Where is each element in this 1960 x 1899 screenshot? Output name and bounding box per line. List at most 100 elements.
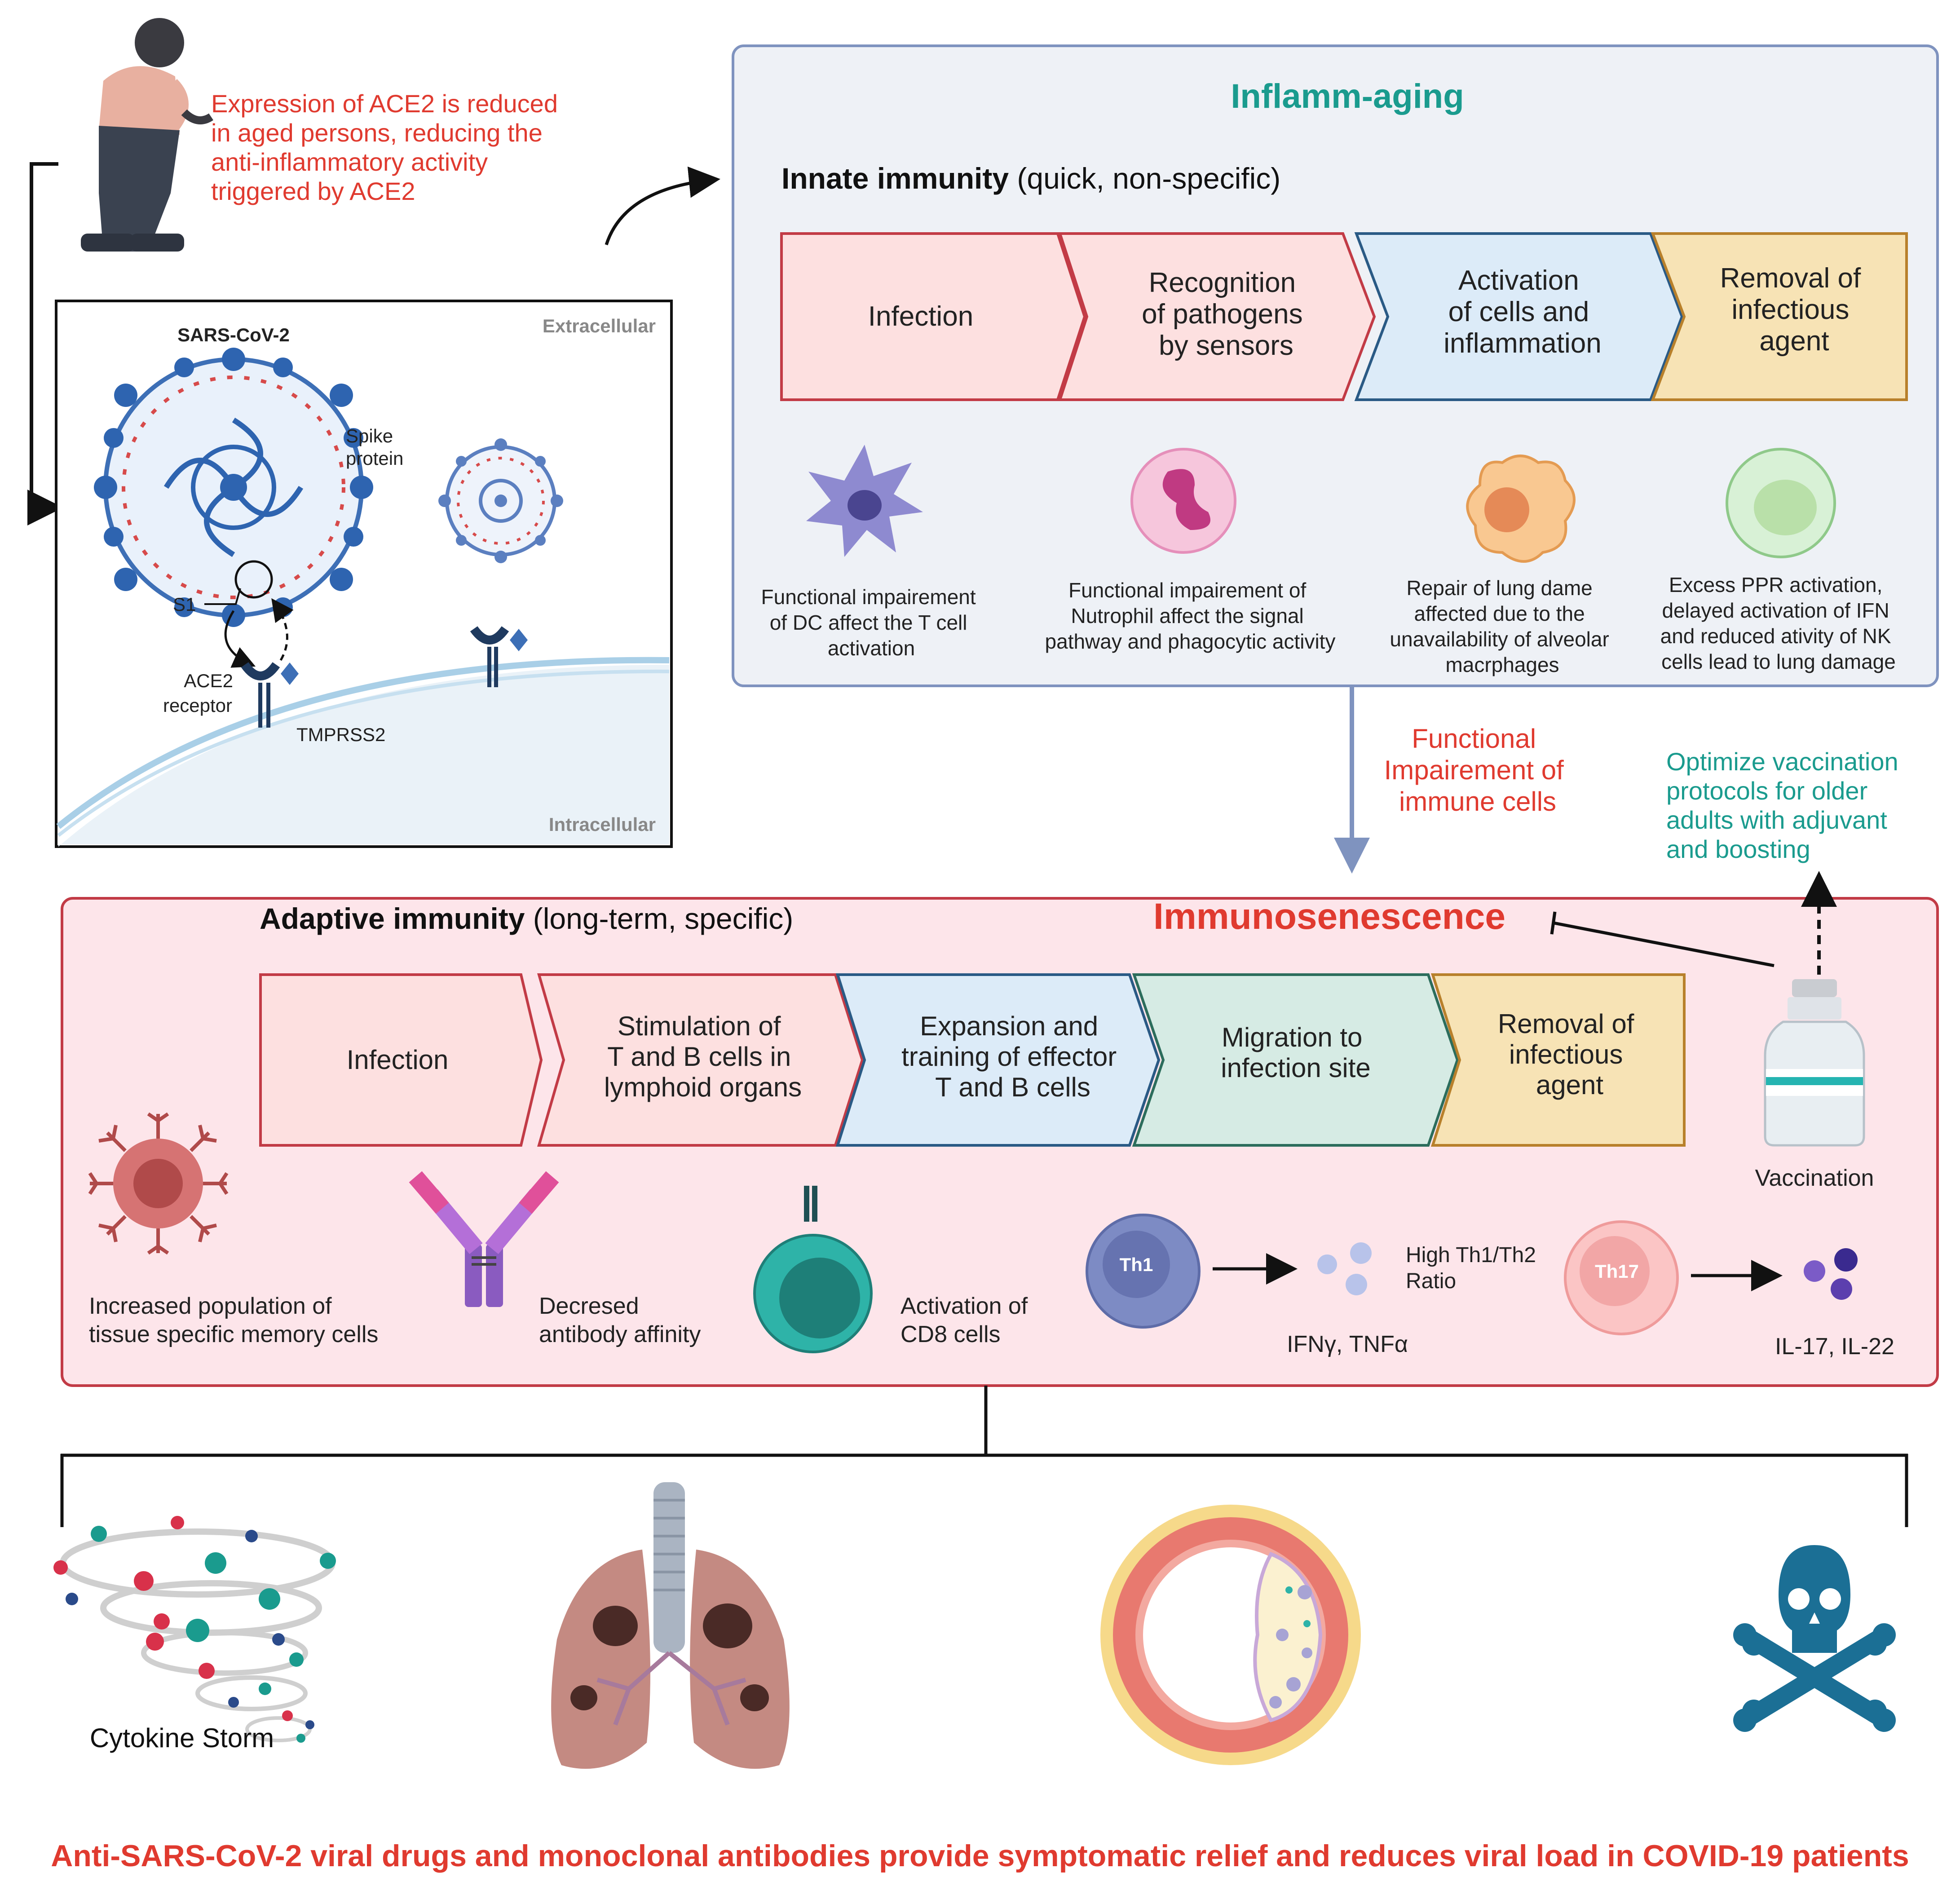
cytokine-dots-icon — [1804, 1248, 1858, 1300]
ace2-label: ACE2 receptor — [163, 670, 238, 716]
ratio-caption: High Th1/Th2 Ratio — [1406, 1243, 1542, 1293]
th17-label: Th17 — [1595, 1261, 1639, 1282]
ace2-line: receptor — [163, 695, 232, 716]
blood-vessel-icon — [1100, 1505, 1361, 1765]
innate-cell-caption-line: macrphages — [1445, 653, 1559, 676]
il-caption: IL-17, IL-22 — [1775, 1334, 1894, 1360]
innate-step-line: Removal of — [1720, 263, 1861, 294]
innate-step-shape — [1354, 232, 1684, 401]
virus-label: SARS-CoV-2 — [177, 324, 290, 345]
adaptive-step-line: agent — [1536, 1070, 1603, 1100]
innate-cell-caption: Functional impairement of Nutrophil affe… — [1045, 579, 1336, 653]
innate-cell-caption-line: Nutrophil affect the signal — [1071, 604, 1303, 627]
innate-step-line: infectious — [1731, 294, 1849, 325]
impairment-label: Functional Impairement of immune cells — [1384, 724, 1572, 817]
innate-cell-caption-line: affected due to the — [1414, 602, 1585, 625]
ace2-receptor-icon — [241, 662, 299, 728]
innate-step-shape — [1058, 232, 1376, 401]
adaptive-step-line: Removal of — [1498, 1009, 1634, 1039]
curved-arrow — [605, 166, 720, 246]
innate-cell-caption: Functional impairement of DC affect the … — [761, 585, 982, 660]
adaptive-step-line: infection site — [1221, 1053, 1371, 1083]
small-virus-icon — [438, 438, 563, 563]
vaccination-note: Optimize vaccination protocols for older… — [1666, 747, 1905, 863]
adaptive-heading-bold: Adaptive immunity — [260, 902, 525, 935]
adaptive-heading-rest: (long-term, specific) — [525, 902, 793, 935]
adaptive-step-label: Stimulation of T and B cells in lymphoid… — [604, 1011, 802, 1102]
elderly-note: Expression of ACE2 is reduced in aged pe… — [211, 89, 565, 205]
adaptive-step-line: Stimulation of — [618, 1011, 781, 1041]
binding-arrow — [224, 610, 256, 668]
innate-step-shape — [780, 232, 1086, 401]
adaptive-step-line: T and B cells in — [607, 1042, 791, 1072]
release-arrow — [271, 598, 294, 661]
adaptive-step-line: Infection — [347, 1045, 449, 1075]
innate-step-label: Removal of infectious agent — [1720, 263, 1869, 357]
innate-step-label: Recognition of pathogens by sensors — [1142, 267, 1311, 361]
ratio-line: Ratio — [1406, 1269, 1456, 1293]
ace2-line: ACE2 — [184, 670, 233, 691]
innate-cell-caption: Repair of lung dame affected due to the … — [1390, 576, 1615, 676]
elderly-note-line: triggered by ACE2 — [211, 177, 415, 205]
memory-cell-caption-line: Increased population of — [89, 1293, 332, 1319]
innate-step-line: of cells and — [1448, 296, 1589, 327]
innate-step-shape — [1651, 232, 1908, 401]
innate-cell-caption-line: pathway and phagocytic activity — [1045, 630, 1336, 653]
dendritic-cell-icon — [806, 445, 923, 557]
adaptive-step-label: Removal of infectious agent — [1498, 1009, 1642, 1100]
cd8-cell-icon — [753, 1186, 873, 1353]
nk-cell-icon — [1726, 448, 1836, 558]
innate-cell-caption-line: and reduced ativity of NK — [1660, 624, 1891, 648]
vaccine-vial-icon — [1764, 979, 1865, 1147]
cytokine-dots-icon — [1317, 1242, 1372, 1295]
cd8-caption: Activation of CD8 cells — [901, 1293, 1034, 1347]
adaptive-step-shape — [537, 973, 864, 1147]
innate-step-line: inflammation — [1444, 328, 1601, 359]
innate-cell-caption-line: Functional impairement of — [1068, 579, 1306, 602]
memory-cell-caption: Increased population of tissue specific … — [89, 1293, 378, 1347]
innate-step-line: by sensors — [1159, 330, 1293, 361]
innate-heading: Innate immunity (quick, non-specific) — [781, 162, 1280, 195]
innate-cell-caption-line: Functional impairement — [761, 585, 976, 609]
s1-circle — [234, 560, 273, 599]
antibody-caption-line: antibody affinity — [539, 1321, 701, 1347]
neutrophil-icon — [1130, 448, 1236, 554]
cd8-caption-line: CD8 cells — [901, 1321, 1001, 1347]
memory-cell-caption-line: tissue specific memory cells — [89, 1321, 378, 1347]
adaptive-step-shape — [1132, 973, 1459, 1147]
innate-cell-caption: Excess PPR activation, delayed activatio… — [1660, 573, 1897, 673]
cd8-caption-line: Activation of — [901, 1293, 1028, 1319]
intracellular-label: Intracellular — [549, 814, 656, 835]
antibody-caption: Decresed antibody affinity — [539, 1293, 701, 1347]
elderly-note-line: anti-inflammatory activity — [211, 148, 488, 176]
adaptive-step-shape — [259, 973, 543, 1147]
person-to-cell-arrow — [27, 162, 63, 526]
sars-cov-2-virus-icon — [94, 348, 373, 627]
tmprss2-label: TMPRSS2 — [296, 724, 385, 745]
adaptive-step-shape — [835, 973, 1161, 1147]
adaptive-step-shape — [1430, 973, 1686, 1147]
spike-protein-line: protein — [346, 448, 403, 469]
cytokine-storm-icon — [53, 1516, 336, 1743]
innate-step-line: Recognition — [1149, 267, 1296, 298]
s1-label: S1 — [173, 594, 196, 615]
innate-heading-rest: (quick, non-specific) — [1009, 162, 1280, 195]
innate-heading-bold: Innate immunity — [781, 162, 1009, 195]
innate-cell-caption-line: Repair of lung dame — [1406, 576, 1592, 600]
adaptive-step-line: Expansion and — [920, 1011, 1098, 1041]
innate-cell-caption-line: of DC affect the T cell — [770, 611, 967, 634]
ace2-receptor-icon — [470, 626, 528, 687]
innate-step-label: Activation of cells and inflammation — [1444, 265, 1601, 359]
vaccination-note-line: adults with adjuvant — [1666, 806, 1887, 834]
adaptive-step-line: training of effector — [901, 1042, 1117, 1072]
ratio-line: High Th1/Th2 — [1406, 1243, 1536, 1267]
innate-cell-caption-line: Excess PPR activation, — [1669, 573, 1883, 596]
elderly-note-line: in aged persons, reducing the — [211, 119, 543, 147]
vaccination-note-line: protocols for older — [1666, 777, 1867, 805]
adaptive-step-label: Migration to infection site — [1221, 1022, 1371, 1083]
s1-leader-line — [204, 588, 241, 605]
adaptive-step-label: Infection — [347, 1045, 449, 1075]
footer-statement: Anti-SARS-CoV-2 viral drugs and monoclon… — [51, 1839, 1909, 1873]
vaccine-inhibition-bar — [1550, 911, 1557, 935]
